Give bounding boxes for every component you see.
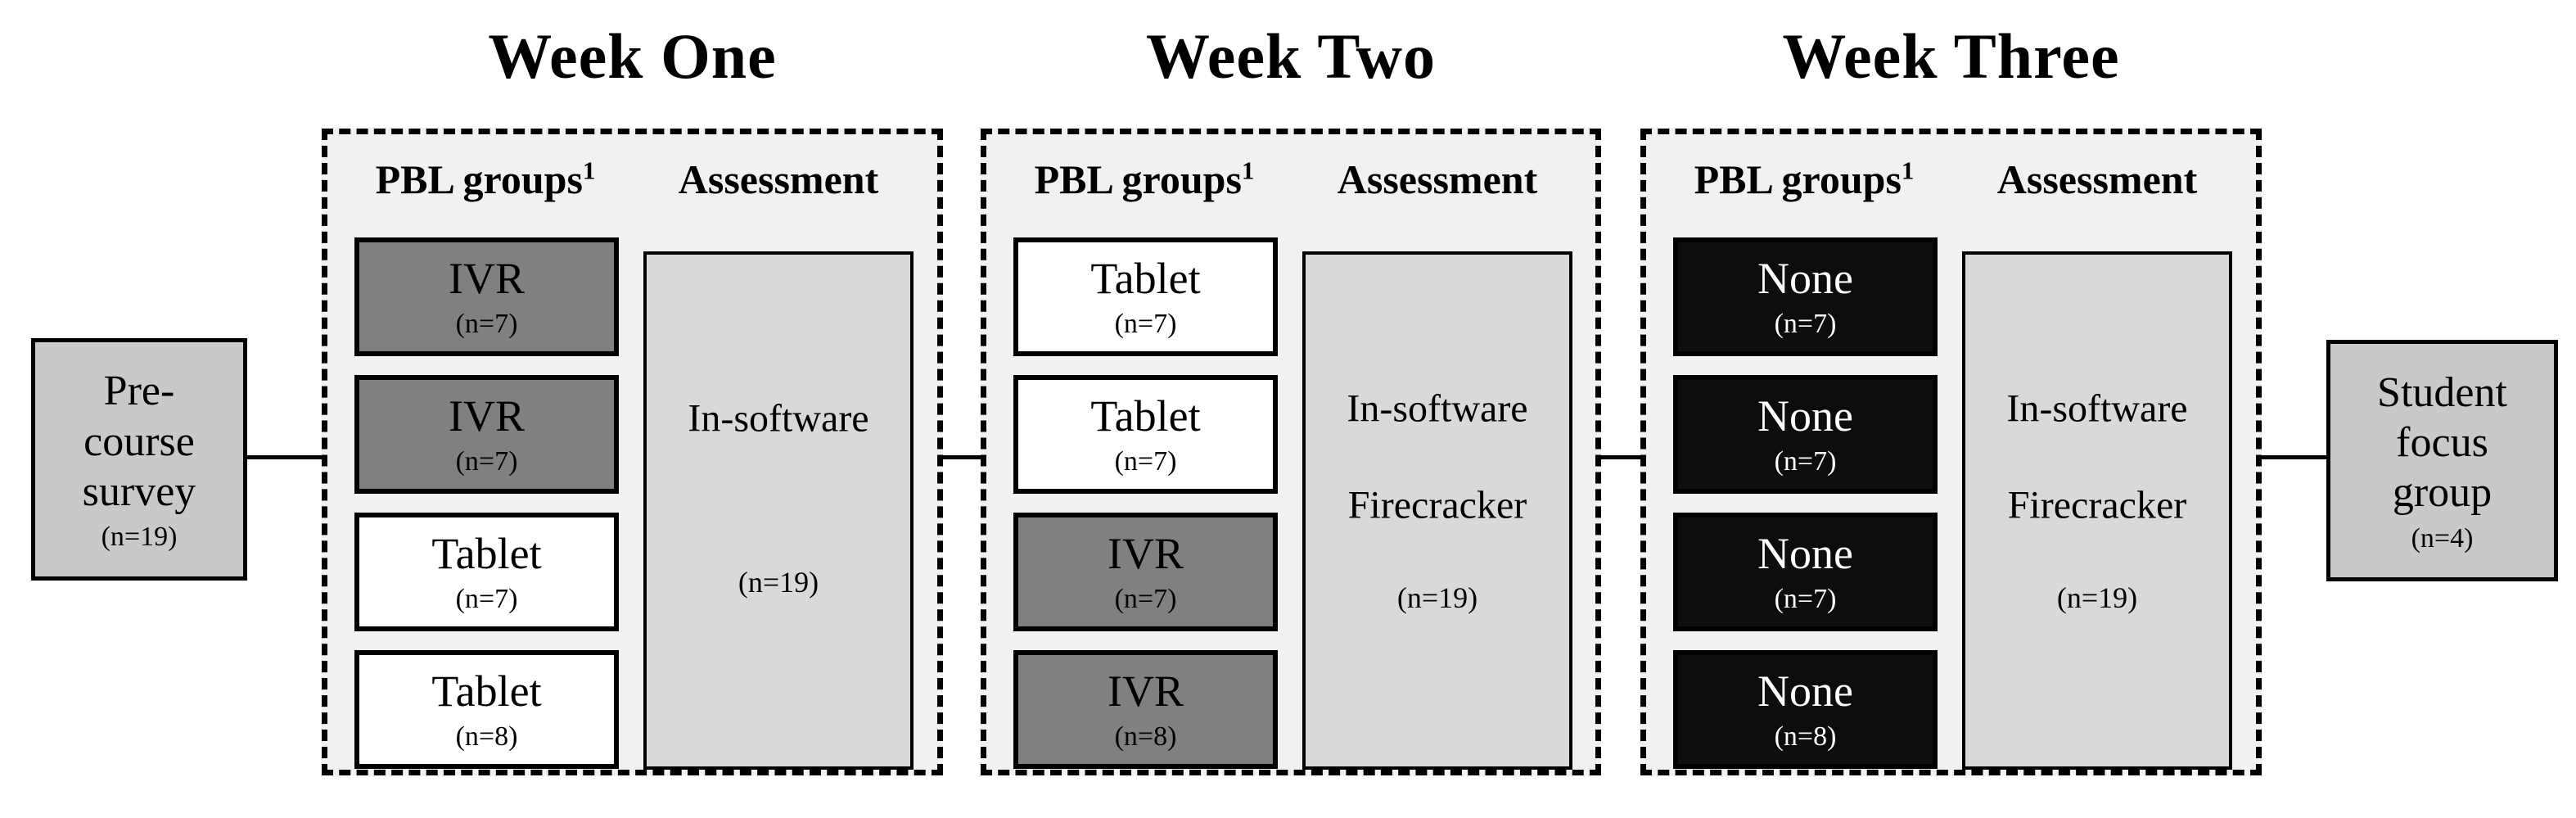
pbl-footnote-marker: 1 (1241, 156, 1255, 185)
week-three-group-box-none-2: None (n=7) (1673, 375, 1938, 494)
assessment-method-1: In-software (2006, 386, 2188, 430)
week-three-assessment-header: Assessment (1996, 156, 2198, 202)
week-one-assessment-box: In-software (n=19) (643, 251, 914, 770)
group-n: (n=7) (1114, 583, 1177, 614)
group-n: (n=7) (455, 583, 518, 614)
group-n: (n=7) (1114, 445, 1177, 477)
student-focus-group-box: Student focus group (n=4) (2326, 340, 2558, 581)
connector-week-one-to-week-two (941, 455, 982, 459)
connector-week-three-to-focus-group (2260, 455, 2329, 459)
group-n: (n=8) (455, 721, 518, 752)
group-n: (n=7) (455, 445, 518, 477)
week-three-group-box-none-3: None (n=7) (1673, 513, 1938, 631)
pre-course-line-1: Pre- (103, 368, 175, 415)
week-three-panel: PBL groups1 Assessment None (n=7) None (… (1640, 129, 2262, 775)
week-one-assessment-header: Assessment (678, 156, 879, 202)
week-one-panel: PBL groups1 Assessment IVR (n=7) IVR (n=… (322, 129, 943, 775)
group-label: Tablet (431, 528, 542, 578)
week-two-assessment-header: Assessment (1337, 156, 1538, 202)
group-label: None (1757, 253, 1853, 303)
week-two-assessment-box: In-software Firecracker (n=19) (1302, 251, 1572, 770)
group-label: None (1757, 666, 1853, 716)
week-two-group-box-tablet-2: Tablet (n=7) (1013, 375, 1278, 494)
assessment-n: (n=19) (738, 566, 819, 599)
week-three-assessment-box: In-software Firecracker (n=19) (1962, 251, 2232, 770)
week-one-group-box-ivr-2: IVR (n=7) (354, 375, 619, 494)
group-n: (n=7) (1114, 308, 1177, 339)
group-label: Tablet (1090, 253, 1201, 303)
week-one-group-box-ivr-1: IVR (n=7) (354, 237, 619, 356)
assessment-n: (n=19) (2056, 581, 2138, 614)
week-two-pbl-groups-header: PBL groups1 (1034, 156, 1255, 202)
focus-group-line-3: group (2392, 469, 2493, 517)
group-n: (n=7) (1774, 445, 1837, 477)
connector-survey-to-week-one (246, 455, 323, 459)
week-two-group-box-ivr-1: IVR (n=7) (1013, 513, 1278, 631)
group-n: (n=8) (1774, 721, 1837, 752)
week-three-pbl-groups-header: PBL groups1 (1694, 156, 1915, 202)
group-label: IVR (1108, 528, 1184, 578)
pre-course-line-2: course (83, 418, 195, 465)
group-label: None (1757, 528, 1853, 578)
group-n: (n=8) (1114, 721, 1177, 752)
week-two-panel: PBL groups1 Assessment Tablet (n=7) Tabl… (981, 129, 1601, 775)
week-one-group-box-tablet-1: Tablet (n=7) (354, 513, 619, 631)
group-label: Tablet (431, 666, 542, 716)
week-three-group-box-none-1: None (n=7) (1673, 237, 1938, 356)
group-n: (n=7) (455, 308, 518, 339)
assessment-method: In-software (688, 396, 869, 441)
pre-course-n: (n=19) (101, 522, 178, 553)
week-two-title: Week Two (1146, 20, 1436, 92)
group-label: IVR (1108, 666, 1184, 716)
focus-group-line-2: focus (2396, 419, 2488, 467)
assessment-method-1: In-software (1347, 386, 1528, 430)
week-two-group-box-ivr-2: IVR (n=8) (1013, 650, 1278, 769)
assessment-n: (n=19) (1396, 581, 1478, 614)
connector-week-two-to-week-three (1599, 455, 1642, 459)
assessment-method-2: Firecracker (2007, 483, 2187, 527)
group-label: IVR (449, 253, 525, 303)
week-one-title: Week One (488, 20, 777, 92)
week-two-group-box-tablet-1: Tablet (n=7) (1013, 237, 1278, 356)
week-one-group-box-tablet-2: Tablet (n=8) (354, 650, 619, 769)
group-n: (n=7) (1774, 308, 1837, 339)
pre-course-line-3: survey (82, 468, 196, 515)
assessment-method-2: Firecracker (1347, 483, 1527, 527)
group-n: (n=7) (1774, 583, 1837, 614)
focus-group-line-1: Student (2377, 368, 2507, 416)
focus-group-n: (n=4) (2411, 522, 2474, 554)
week-three-group-box-none-4: None (n=8) (1673, 650, 1938, 769)
group-label: Tablet (1090, 391, 1201, 441)
pbl-footnote-marker: 1 (1901, 156, 1915, 185)
week-three-title: Week Three (1782, 20, 2120, 92)
pre-course-survey-box: Pre- course survey (n=19) (31, 338, 247, 581)
week-one-pbl-groups-header: PBL groups1 (375, 156, 596, 202)
pbl-footnote-marker: 1 (582, 156, 596, 185)
group-label: None (1757, 391, 1853, 441)
group-label: IVR (449, 391, 525, 441)
